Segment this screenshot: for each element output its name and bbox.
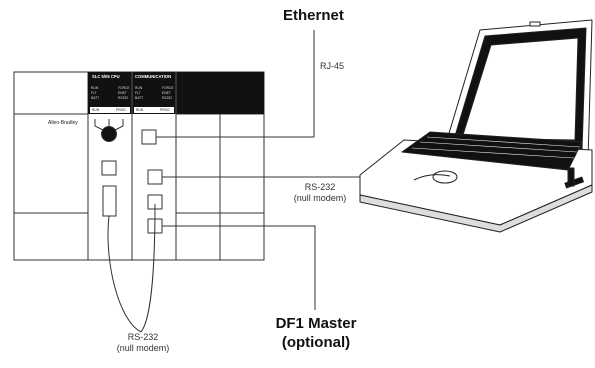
cpu-led-label: FLT [91,91,97,95]
ethernet-cable [156,30,315,138]
laptop-trackball [432,170,458,184]
comm-led-label: BATT [135,96,144,100]
cpu-switch-label: PROG [116,108,126,112]
ethernet-label: Ethernet [283,7,344,24]
comm-switch-label: RUN [136,108,144,112]
rj45-label: RJ-45 [320,61,345,71]
cpu-port-bracket [114,119,124,131]
rs232-laptop-label-main: RS-232 [304,182,336,192]
comm-led-label: FLT [135,91,141,95]
df1-master-label-sub: (optional) [281,334,351,351]
comm-led-label: RS232 [162,96,173,100]
cpu-keyswitch [90,107,130,113]
brand-label: Allen-Bradley [48,120,78,126]
rs232-laptop-label: RS-232 (null modem) [285,182,355,204]
cpu-led-label: RS232 [118,96,129,100]
cpu-led-label: RUN [91,86,99,90]
rs232-loop-label: RS-232 (null modem) [108,332,178,354]
comm-led-label: RUN [135,86,143,90]
cpu-led-label: BATT [91,96,100,100]
rs232-loop-label-sub: (null modem) [116,343,170,353]
cpu-rj45-port [101,160,117,176]
cpu-port-bracket [94,119,104,131]
df1-master-label: DF1 Master (optional) [264,314,368,352]
rs232-loop-cable-right [140,203,156,333]
rs232-loop-label-main: RS-232 [127,332,159,342]
laptop-hinge [567,167,575,187]
comm-module-label: COMMUNICATION [135,74,172,79]
palm-rest-edge [413,174,451,181]
comm-module [141,129,163,234]
comm-led-label: FORCE [162,86,174,90]
laptop [359,19,593,233]
rs232-loop-cable-left [107,215,142,333]
rs232-laptop-label-sub: (null modem) [293,193,347,203]
df1-master-label-main: DF1 Master [275,315,357,332]
cpu-switch-label: RUN [92,108,100,112]
keyboard-rows [411,136,581,159]
cpu-led-label: FORCE [118,86,130,90]
cpu-round-port [101,126,117,142]
comm-rs232-port-a [147,169,163,185]
laptop-keyboard [401,131,583,171]
laptop-latch [529,21,541,27]
comm-keyswitch [134,107,174,113]
cpu-module [94,119,124,217]
laptop-base-edge [359,184,593,233]
comm-led-label: ENET [162,91,171,95]
cpu-serial-port [102,185,117,217]
comm-switch-label: PROG [160,108,170,112]
df1-master-cable [162,225,316,310]
comm-ethernet-port [141,129,157,145]
cpu-led-label: ENET [118,91,127,95]
cpu-module-label: SLC 5/05 CPU [92,74,120,79]
